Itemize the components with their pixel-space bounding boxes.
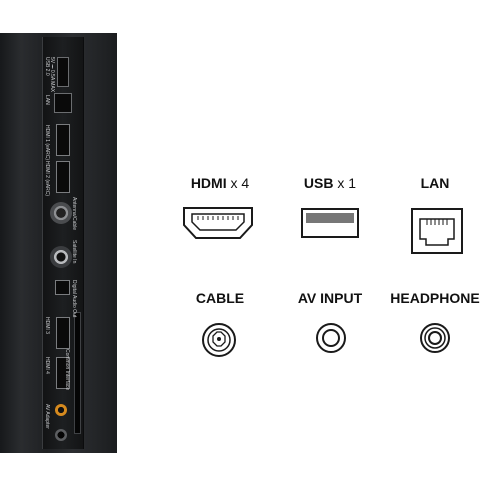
panel-label: HDMI 1 (eARC) xyxy=(44,125,50,161)
cable-label: CABLE xyxy=(195,290,245,306)
headphone-label: HEADPHONE xyxy=(390,290,480,306)
panel-label: Digital Audio Out xyxy=(71,280,77,318)
connector-strip: 5V ⎓ 0.5A MAX USB 2.0 LAN HDMI 1 (eARC) … xyxy=(42,37,84,449)
optical-port-icon xyxy=(55,280,70,295)
headphone-jack-icon xyxy=(55,429,67,441)
av-jack-icon xyxy=(55,404,67,416)
usb-label: USB x 1 xyxy=(275,175,385,191)
panel-label: Satellite In xyxy=(71,240,77,264)
hdmi-port-icon xyxy=(56,124,70,156)
ci-slot xyxy=(74,312,81,434)
hdmi-label: HDMI x 4 xyxy=(165,175,275,191)
coax-port-icon xyxy=(202,323,236,357)
usb-port-icon xyxy=(301,208,359,238)
lan-port-icon xyxy=(54,93,72,113)
headphone-jack-icon xyxy=(420,323,450,353)
tv-rear-panel-photo: 5V ⎓ 0.5A MAX USB 2.0 LAN HDMI 1 (eARC) … xyxy=(0,33,117,453)
usb-name: USB xyxy=(303,175,334,191)
hdmi-name: HDMI xyxy=(190,175,227,191)
av-input-label: AV INPUT xyxy=(297,290,363,306)
usb-count: x 1 xyxy=(337,175,357,191)
lan-name: LAN xyxy=(420,175,450,191)
av-jack-icon xyxy=(316,323,346,353)
hdmi-port-icon xyxy=(56,357,70,389)
panel-label: USB 2.0 xyxy=(44,57,50,76)
panel-label: Common Interface xyxy=(64,349,70,391)
hdmi-port-icon xyxy=(56,317,70,349)
hdmi-port-icon xyxy=(56,161,70,193)
hdmi-port-icon xyxy=(183,207,253,239)
lan-port-icon xyxy=(411,208,463,254)
hdmi-count: x 4 xyxy=(230,175,250,191)
panel-label: AV Adapter xyxy=(44,404,50,429)
lan-label: LAN xyxy=(380,175,486,191)
usb-port-icon xyxy=(57,57,69,87)
panel-label: HDMI 4 xyxy=(44,357,50,374)
panel-label: HDMI 3 xyxy=(44,317,50,334)
panel-label: LAN xyxy=(44,95,50,105)
panel-label: HDMI 2 (eARC) xyxy=(44,161,50,197)
coax-port-icon xyxy=(50,202,72,224)
satellite-port-icon xyxy=(50,246,72,268)
panel-label: Antenna/Cable xyxy=(71,197,77,231)
